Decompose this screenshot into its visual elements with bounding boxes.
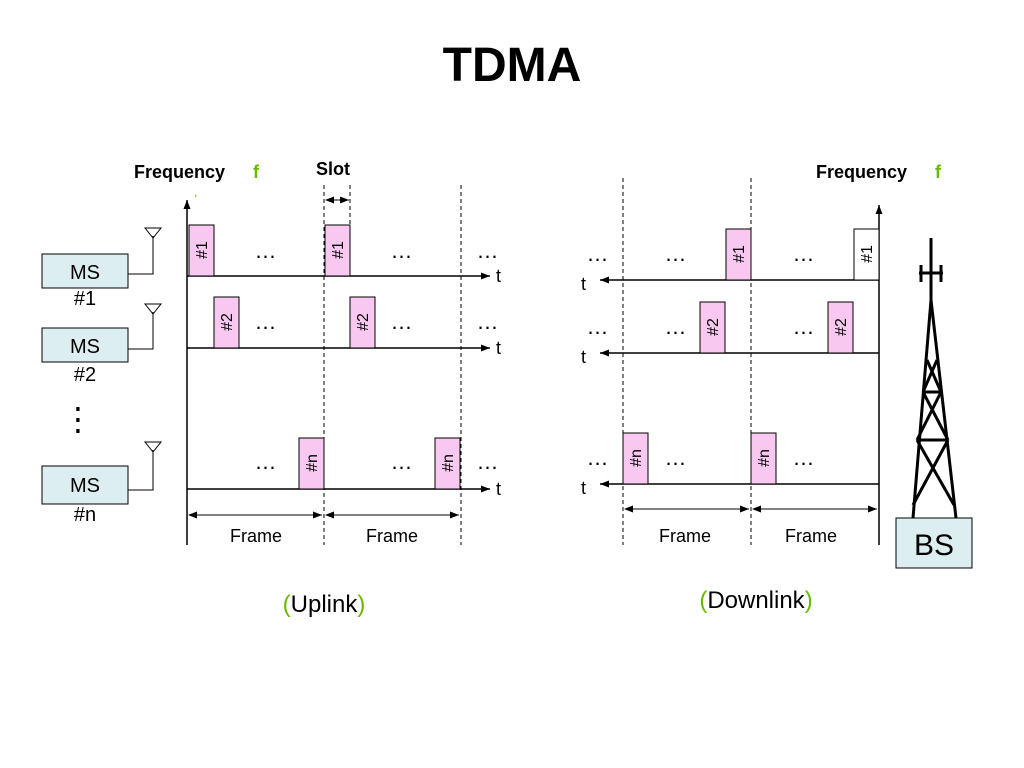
antenna-icon bbox=[128, 236, 154, 275]
uplink-slot-label: #2 bbox=[219, 313, 236, 331]
uplink-frequency-label: Frequency bbox=[134, 162, 225, 182]
ellipsis: … bbox=[477, 309, 500, 334]
ms-label: MS bbox=[70, 262, 100, 284]
downlink-slot bbox=[699, 301, 726, 354]
time-axis-label: t bbox=[581, 478, 586, 498]
downlink-slot-label: #2 bbox=[833, 318, 850, 336]
ellipsis: … bbox=[793, 314, 816, 339]
ellipsis: … bbox=[391, 449, 414, 474]
uplink-slot-label: #1 bbox=[330, 241, 347, 259]
time-axis-label: t bbox=[496, 338, 501, 358]
bs-box bbox=[895, 517, 973, 569]
ellipsis: … bbox=[793, 241, 816, 266]
ellipsis: … bbox=[665, 241, 688, 266]
bs-label: BS bbox=[914, 529, 954, 562]
ms-box bbox=[41, 465, 129, 505]
downlink-slot-label: #1 bbox=[731, 245, 748, 263]
ms-box bbox=[41, 327, 129, 363]
ellipsis: … bbox=[587, 314, 610, 339]
uplink-slot-label: #n bbox=[304, 454, 321, 472]
uplink-slot bbox=[188, 224, 215, 277]
uplink-slot bbox=[298, 437, 325, 490]
ellipsis: … bbox=[255, 238, 278, 263]
uplink-slot bbox=[349, 296, 376, 349]
downlink-slot bbox=[622, 432, 649, 485]
tower-icon bbox=[911, 238, 958, 519]
downlink-diagram: Frequency f t #1 #1 … … … t #2 #2 … … … … bbox=[581, 162, 942, 614]
ellipsis: … bbox=[477, 238, 500, 263]
downlink-slot-label: #n bbox=[628, 449, 645, 467]
antenna-icon bbox=[128, 312, 154, 350]
frame-label: Frame bbox=[366, 526, 418, 546]
uplink-slot-label: #n bbox=[440, 454, 457, 472]
antenna-icon bbox=[143, 441, 163, 453]
ellipsis: … bbox=[793, 445, 816, 470]
ms-label: MS bbox=[70, 475, 100, 497]
frame-label: Frame bbox=[230, 526, 282, 546]
uplink-slot bbox=[434, 437, 461, 490]
uplink-caption: (Uplink) bbox=[283, 591, 366, 618]
uplink-diagram: Frequency f , Slot t #1 #1 … … … t #2 #2… bbox=[134, 159, 501, 618]
uplink-frequency-comma: , bbox=[194, 185, 197, 199]
ellipsis: … bbox=[477, 449, 500, 474]
ms-number: #1 bbox=[74, 288, 96, 310]
ellipsis: … bbox=[391, 309, 414, 334]
page-title: TDMA bbox=[442, 39, 582, 92]
slot-label: Slot bbox=[316, 159, 350, 179]
vertical-ellipsis: ⋮ bbox=[62, 401, 94, 437]
antenna-icon bbox=[128, 450, 154, 491]
ellipsis: … bbox=[255, 309, 278, 334]
downlink-slot bbox=[750, 432, 777, 485]
frame-label: Frame bbox=[659, 526, 711, 546]
uplink-frequency-symbol: f bbox=[253, 162, 260, 182]
antenna-icon bbox=[143, 303, 163, 315]
time-axis-label: t bbox=[581, 347, 586, 367]
downlink-frequency-label: Frequency bbox=[816, 162, 907, 182]
antenna-icon bbox=[143, 227, 163, 239]
downlink-frequency-symbol: f bbox=[935, 162, 942, 182]
downlink-slot-label: #1 bbox=[859, 245, 876, 263]
time-axis-label: t bbox=[496, 479, 501, 499]
ms-number: #2 bbox=[74, 364, 96, 386]
downlink-caption: (Downlink) bbox=[699, 587, 812, 614]
base-station: BS bbox=[895, 238, 973, 569]
ms-box bbox=[41, 253, 129, 289]
downlink-slot-label: #2 bbox=[705, 318, 722, 336]
ms-number: #n bbox=[74, 504, 96, 526]
uplink-slot-label: #1 bbox=[194, 241, 211, 259]
time-axis-label: t bbox=[581, 274, 586, 294]
uplink-slot bbox=[213, 296, 240, 349]
time-axis-label: t bbox=[496, 266, 501, 286]
ellipsis: … bbox=[587, 241, 610, 266]
ellipsis: … bbox=[587, 445, 610, 470]
downlink-slot bbox=[827, 301, 854, 354]
ellipsis: … bbox=[665, 314, 688, 339]
ellipsis: … bbox=[255, 449, 278, 474]
downlink-slot-partial bbox=[853, 228, 880, 281]
frame-label: Frame bbox=[785, 526, 837, 546]
uplink-slot bbox=[324, 224, 351, 277]
ms-label: MS bbox=[70, 336, 100, 358]
downlink-slot bbox=[725, 228, 752, 281]
ellipsis: … bbox=[665, 445, 688, 470]
uplink-slot-label: #2 bbox=[355, 313, 372, 331]
downlink-slot-label: #n bbox=[756, 449, 773, 467]
ellipsis: … bbox=[391, 238, 414, 263]
mobile-stations: MS #1 MS #2 ⋮ MS #n bbox=[41, 227, 163, 526]
